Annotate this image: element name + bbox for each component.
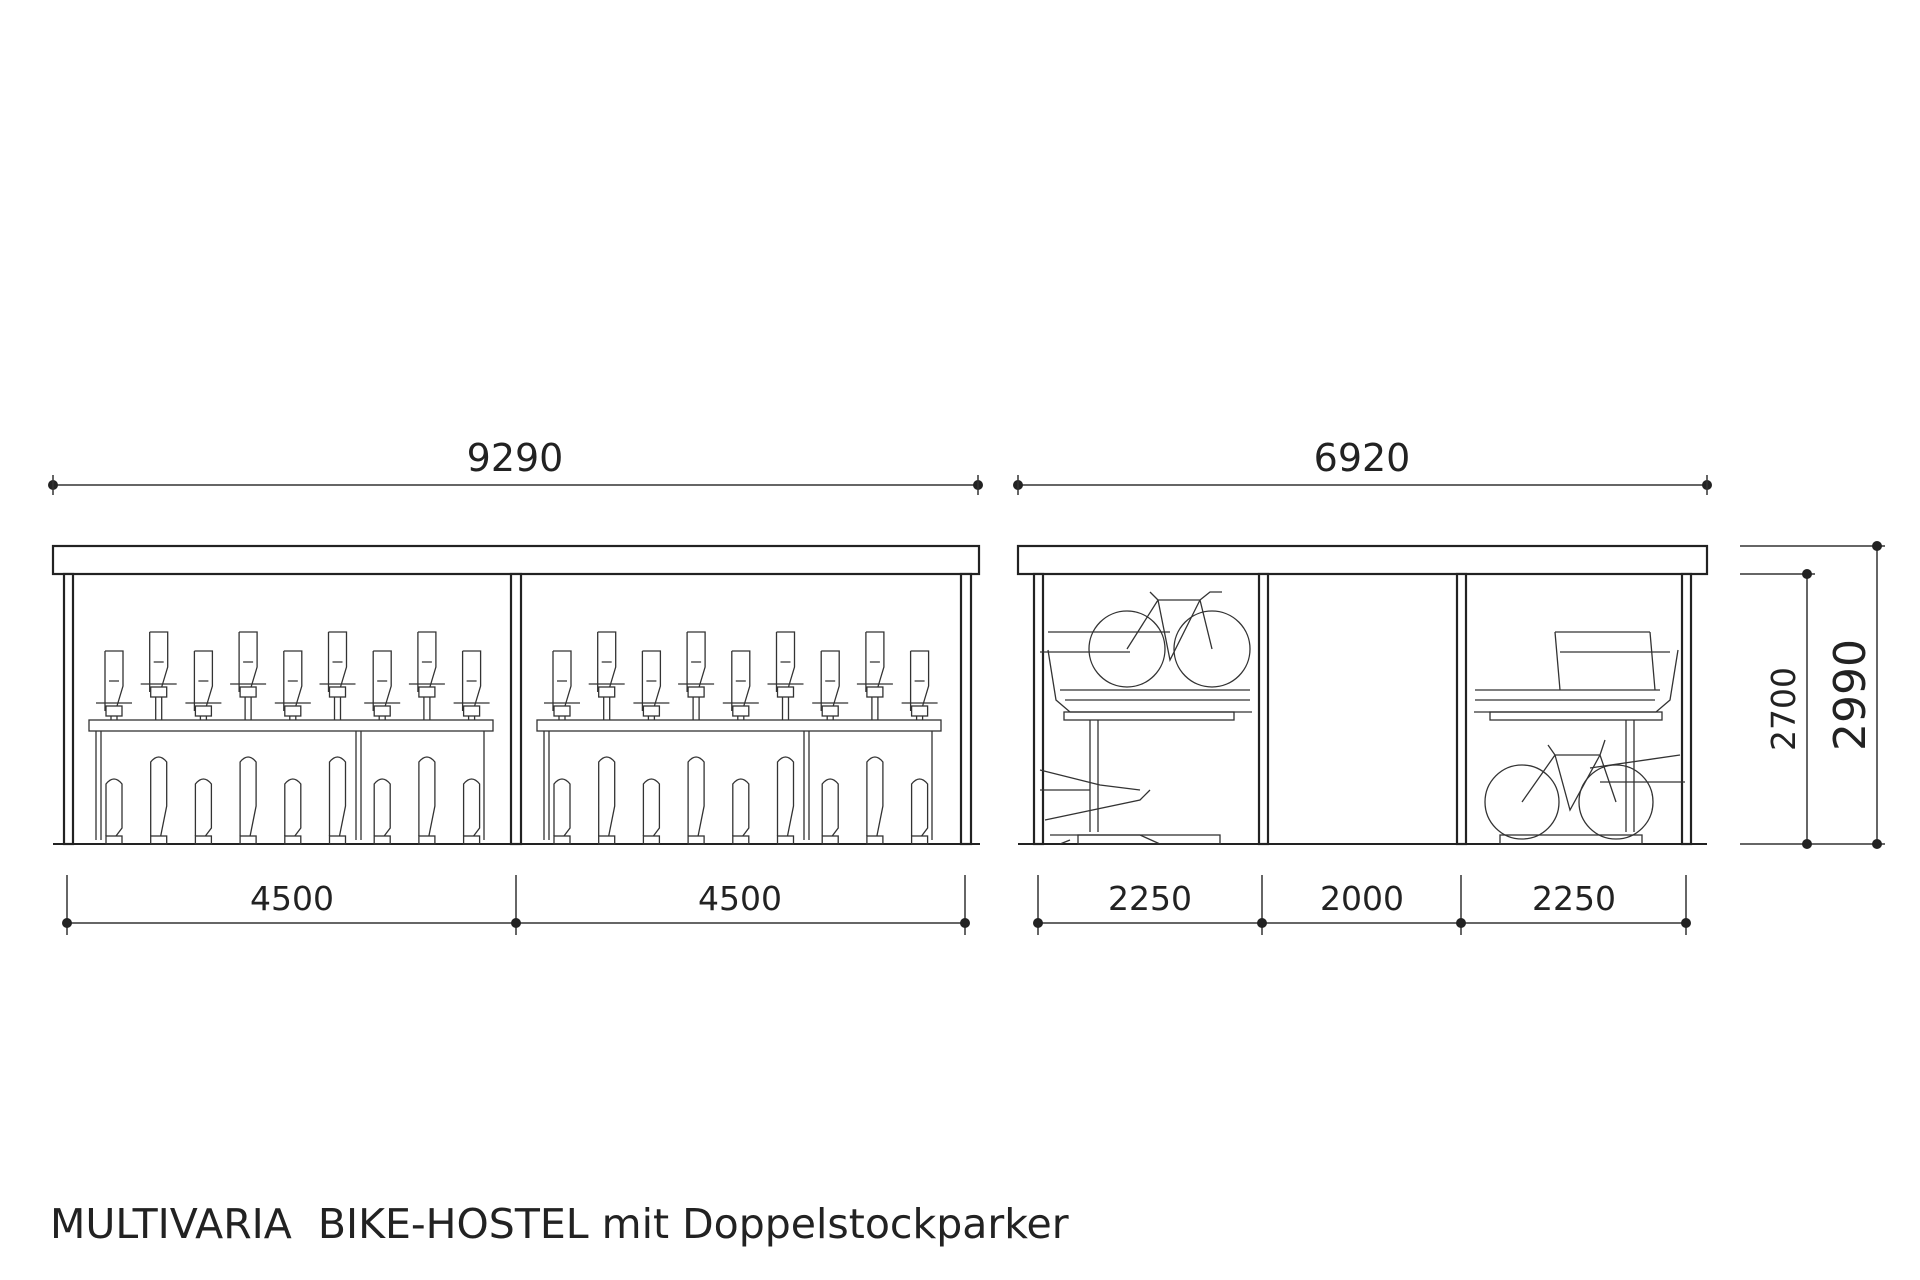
upper-rack [408,631,445,720]
upper-rack [856,631,893,720]
double-deck-parker-right [1474,631,1685,845]
dimension-label: 9290 [467,436,564,480]
upper-rack [319,631,356,720]
bicycle-icon [1484,739,1654,840]
post [959,572,973,846]
dimension-label: 2250 [1532,879,1616,918]
upper-deck [88,719,494,732]
lower-rack [418,756,436,845]
lower-rack [821,778,839,845]
upper-rack [544,650,580,720]
post [1680,572,1693,846]
dimension-bays-left: 4500 4500 [62,875,970,935]
dimension-heights: 2700 2990 [1740,541,1885,849]
double-deck-parker-left [1039,591,1252,845]
right-shelter [1016,544,1709,846]
post [1257,572,1270,846]
dimension-label: 4500 [698,879,782,918]
dimension-label: 2700 [1764,667,1803,751]
dimension-bays-right: 2250 2000 2250 [1033,875,1691,935]
roof [51,544,981,576]
lower-rack [732,778,750,845]
drawing-title: MULTIVARIA BIKE-HOSTEL mit Doppelstockpa… [50,1200,1069,1248]
upper-rack [901,650,938,720]
dimension-label: 6920 [1314,436,1411,480]
lower-rack [194,778,213,845]
bicycle-icon [1088,591,1251,688]
upper-rack [185,650,222,720]
left-shelter [51,544,981,846]
upper-rack [722,650,759,720]
dimension-label: 2990 [1825,639,1876,751]
upper-rack [140,631,177,720]
roof [1016,544,1709,576]
dimension-overall-left: 9290 [48,436,983,495]
post [509,572,523,846]
upper-rack [453,650,490,720]
lower-rack [598,756,616,845]
post [62,572,75,846]
dimension-label: 2250 [1108,879,1192,918]
lower-rack [642,778,661,845]
upper-rack [678,631,715,720]
lower-rack [373,778,391,845]
lower-rack [687,756,705,845]
post [1032,572,1045,846]
upper-rack [633,650,670,720]
lower-rack [328,756,347,845]
post [1455,572,1468,846]
lower-rack [239,756,257,845]
lower-rack [553,778,571,845]
upper-rack [812,650,849,720]
dimension-label: 4500 [250,879,334,918]
upper-rack [274,650,311,720]
upper-rack [96,650,132,720]
upper-rack [588,631,625,720]
lower-rack [866,756,884,845]
lower-rack [150,756,168,845]
upper-rack [767,631,804,720]
dimension-overall-right: 6920 [1013,436,1712,495]
lower-rack [910,778,929,845]
lower-rack [462,778,481,845]
dimension-label: 2000 [1320,879,1404,918]
upper-rack [230,631,267,720]
lower-rack [105,778,123,845]
upper-deck [536,719,942,732]
lower-rack [776,756,795,845]
upper-rack [364,650,401,720]
lower-rack [284,778,302,845]
